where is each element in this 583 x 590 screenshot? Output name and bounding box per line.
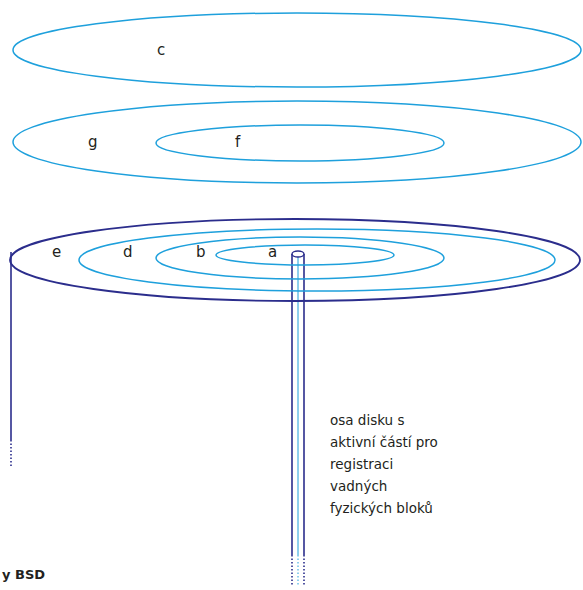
cylinder-edge-fade [10, 440, 12, 468]
axis-note: osa disku s aktivní částí pro registraci… [330, 409, 450, 519]
ring-letter: g [88, 133, 98, 151]
ring-ellipse [156, 125, 444, 161]
platter-ring: a [215, 244, 395, 266]
platter-ring: f [155, 124, 445, 162]
axis-line [303, 254, 305, 555]
ring-letter: b [196, 243, 206, 261]
axis-line [291, 254, 293, 555]
ring-ellipse [10, 219, 580, 301]
ring-ellipse [13, 101, 581, 183]
ring-letter: c [157, 41, 165, 59]
axis-top [292, 251, 304, 257]
platter-ring: ba [155, 236, 445, 280]
ring-ellipse [156, 237, 444, 279]
platter-ring: gf [12, 100, 582, 184]
ring-outline [155, 124, 445, 162]
axis-core-fade [298, 555, 299, 585]
ring-ellipse [79, 229, 555, 291]
ring-outline [215, 244, 395, 266]
ring-ellipse [216, 245, 394, 265]
ring-letter: a [268, 243, 277, 261]
axis-fade [291, 555, 293, 585]
cylinder-edge [10, 252, 12, 440]
ring-letter: d [123, 243, 133, 261]
ring-outline [9, 218, 581, 302]
ring-letter: e [52, 243, 61, 261]
ring-letter: f [235, 133, 240, 151]
ring-outline [12, 12, 582, 88]
platter-ring: dba [78, 228, 556, 292]
platter-ring: c [12, 12, 582, 88]
axis-core [298, 254, 299, 555]
cut-caption: y BSD [2, 564, 82, 586]
axis-fade [303, 555, 305, 585]
platter-ring: edba [9, 218, 581, 302]
ring-ellipse [13, 13, 581, 87]
